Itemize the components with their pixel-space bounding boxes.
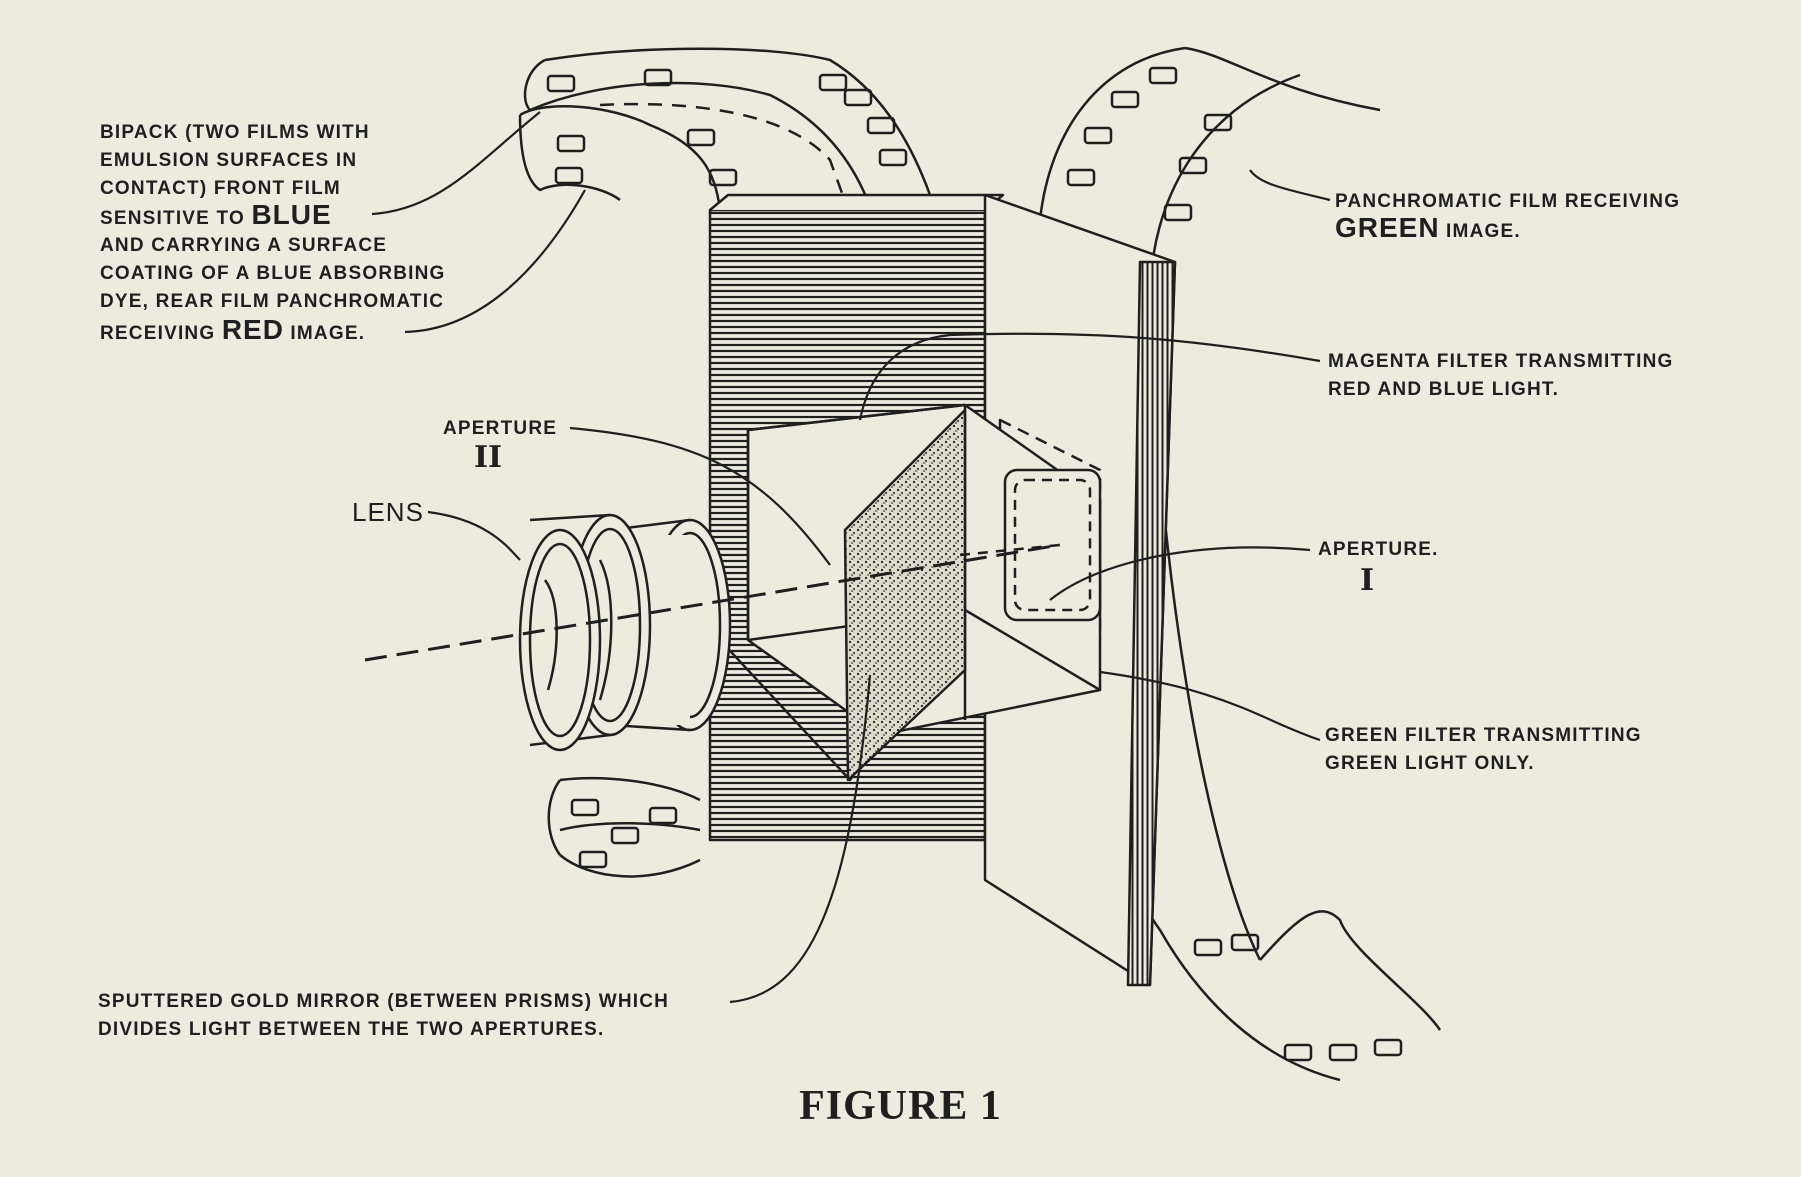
bipack-line: AND CARRYING A SURFACE bbox=[100, 235, 388, 256]
bipack-blue-prefix: SENSITIVE TO bbox=[100, 208, 252, 229]
mirror-line: DIVIDES LIGHT BETWEEN THE TWO APERTURES. bbox=[98, 1019, 605, 1040]
aperture-two-numeral: II bbox=[474, 440, 503, 475]
green-filter-line: GREEN FILTER TRANSMITTING bbox=[1325, 725, 1642, 746]
bipack-red-prefix: RECEIVING bbox=[100, 323, 222, 344]
bipack-red-suffix: IMAGE. bbox=[283, 323, 366, 344]
panchromatic-green-word: GREEN bbox=[1335, 212, 1440, 243]
optical-axis bbox=[364, 543, 1061, 662]
bipack-film-loop-lower bbox=[547, 776, 701, 878]
bipack-red-word: RED bbox=[221, 314, 284, 345]
aperture-two-text: APERTURE bbox=[443, 418, 558, 439]
bipack-line: COATING OF A BLUE ABSORBING bbox=[100, 263, 446, 284]
aperture-one-text: APERTURE. bbox=[1318, 539, 1439, 560]
green-filter-line: GREEN LIGHT ONLY. bbox=[1325, 753, 1535, 774]
gold-mirror bbox=[843, 408, 967, 782]
bipack-line: EMULSION SURFACES IN bbox=[100, 150, 358, 171]
bipack-line: CONTACT) FRONT FILM bbox=[100, 178, 341, 199]
magenta-line: RED AND BLUE LIGHT. bbox=[1328, 379, 1560, 400]
bipack-film-loop bbox=[518, 47, 932, 241]
leader-lines bbox=[371, 111, 1331, 1004]
panchromatic-suffix: IMAGE. bbox=[1439, 221, 1521, 242]
bipack-blue-word: BLUE bbox=[251, 199, 332, 230]
bipack-line: SENSITIVE TO BLUE bbox=[100, 201, 332, 233]
bipack-line: DYE, REAR FILM PANCHROMATIC bbox=[100, 291, 445, 312]
magenta-line: MAGENTA FILTER TRANSMITTING bbox=[1328, 351, 1674, 372]
figure-caption: FIGURE 1 bbox=[799, 1083, 1002, 1129]
bipack-line: BIPACK (TWO FILMS WITH bbox=[100, 122, 370, 143]
aperture-one-numeral: I bbox=[1360, 563, 1375, 598]
lens-label: LENS bbox=[352, 497, 424, 527]
bipack-line: RECEIVING RED IMAGE. bbox=[100, 316, 365, 348]
lens-assembly bbox=[518, 513, 732, 752]
panchromatic-line: PANCHROMATIC FILM RECEIVING bbox=[1335, 191, 1681, 212]
mirror-line: SPUTTERED GOLD MIRROR (BETWEEN PRISMS) W… bbox=[98, 991, 670, 1012]
panchromatic-line: GREEN IMAGE. bbox=[1335, 214, 1521, 246]
